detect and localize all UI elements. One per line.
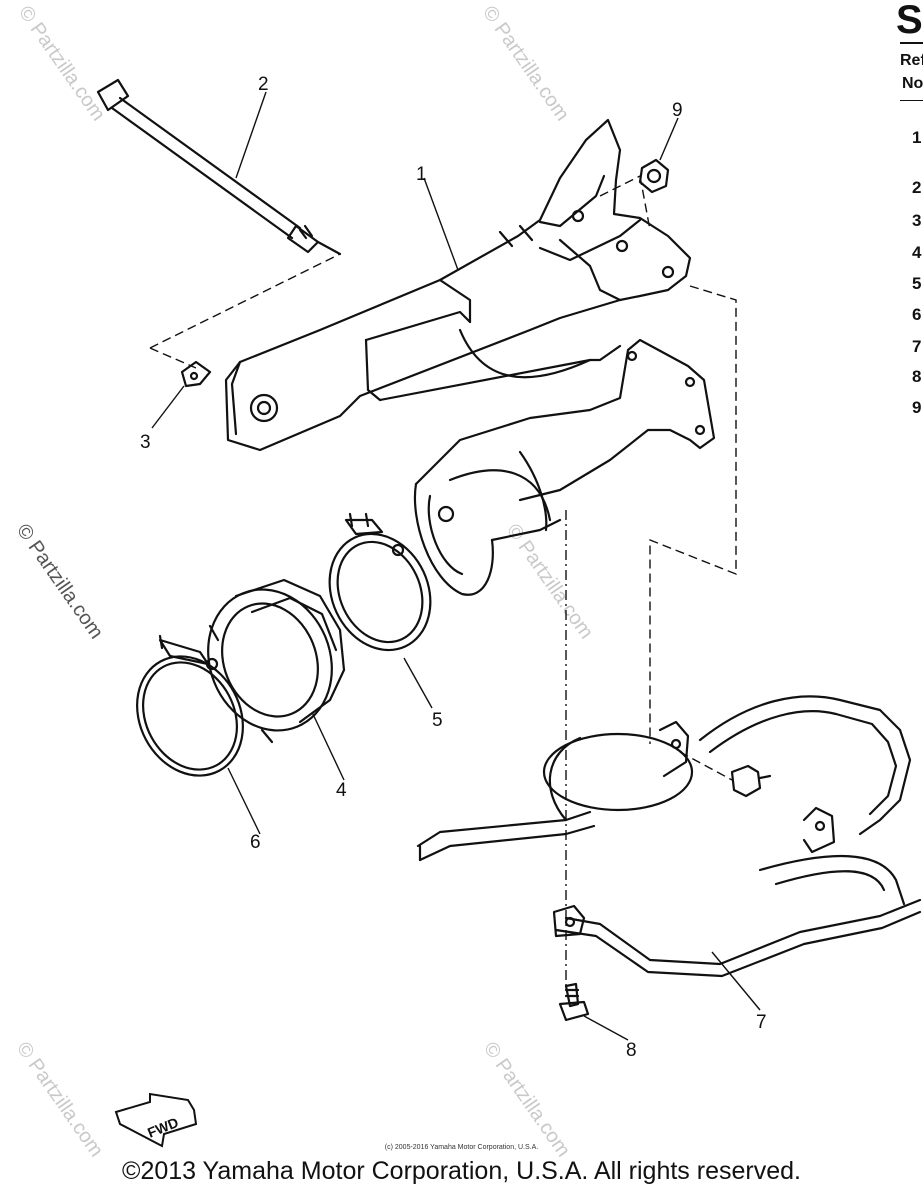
callout-7: 7 xyxy=(756,1012,767,1033)
pivot-nut-part xyxy=(638,158,670,194)
clamp-band-small-part xyxy=(328,512,432,652)
bolt-part xyxy=(558,764,772,1022)
boot-cover-part xyxy=(207,578,346,744)
footer-copyright: ©2013 Yamaha Motor Corporation, U.S.A. A… xyxy=(122,1157,801,1185)
callout-4: 4 xyxy=(336,780,347,801)
ref-row-4: 4 xyxy=(912,243,922,262)
ref-row-9: 9 xyxy=(912,398,922,417)
fwd-arrow-icon: FWD xyxy=(114,1092,198,1148)
ref-row-1: 1 xyxy=(912,128,922,147)
axle-housing-part xyxy=(413,338,716,596)
ref-row-5: 5 xyxy=(912,274,922,293)
swingarm-body-part xyxy=(224,118,692,452)
ref-row-7: 7 xyxy=(912,337,922,356)
ref-row-2: 2 xyxy=(912,178,922,197)
no-label: No xyxy=(902,75,923,92)
leader-1 xyxy=(423,177,459,271)
callout-9: 9 xyxy=(672,100,683,121)
leader-2 xyxy=(235,91,267,179)
clamp-band-large-part xyxy=(136,634,244,777)
leader-3 xyxy=(151,385,185,429)
ref-row-6: 6 xyxy=(912,305,922,324)
leader-7 xyxy=(711,951,761,1011)
callout-2: 2 xyxy=(258,74,269,95)
callout-8: 8 xyxy=(626,1040,637,1061)
leader-8 xyxy=(583,1015,629,1041)
leader-9 xyxy=(659,117,679,161)
header-underline xyxy=(900,42,923,44)
column-underline xyxy=(900,100,923,101)
callout-3: 3 xyxy=(140,432,151,453)
callout-5: 5 xyxy=(432,710,443,731)
ref-row-8: 8 xyxy=(912,367,922,386)
callout-1: 1 xyxy=(416,164,427,185)
callout-6: 6 xyxy=(250,832,261,853)
ref-row-3: 3 xyxy=(912,211,922,230)
leader-4 xyxy=(311,711,345,781)
bumper-guard-part xyxy=(416,695,922,978)
washer-plate-part xyxy=(180,360,212,388)
leader-5 xyxy=(403,657,433,709)
leader-6 xyxy=(227,767,261,835)
small-copyright: (c) 2005-2016 Yamaha Motor Corporation, … xyxy=(384,1144,539,1151)
pivot-bolt-part xyxy=(96,78,342,256)
ref-label: Ref xyxy=(900,52,923,69)
parts-list-title: S xyxy=(896,0,923,42)
